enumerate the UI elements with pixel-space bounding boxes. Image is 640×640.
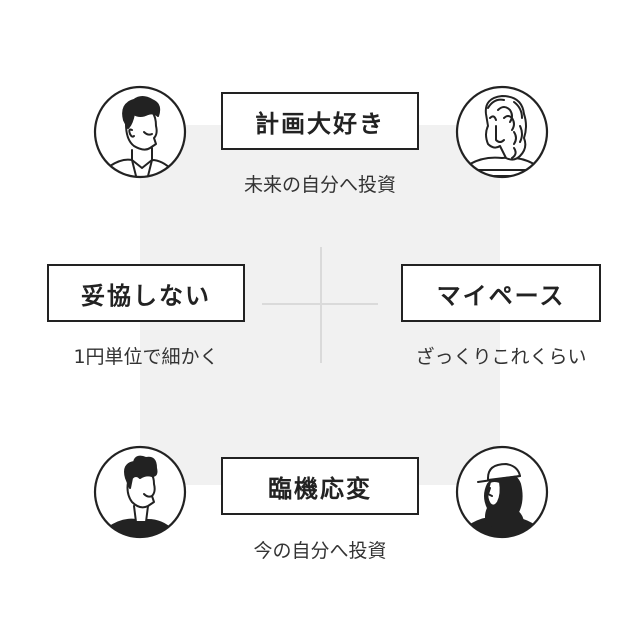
bottom-caption: 今の自分へ投資	[253, 540, 387, 562]
right-label-text: マイペース	[436, 281, 566, 310]
left-caption: 1円単位で細かく	[73, 346, 219, 368]
right-caption: ざっくりこれくらい	[415, 346, 587, 368]
man-short-hair-avatar-icon	[92, 84, 188, 180]
left-label-text: 妥協しない	[81, 281, 211, 310]
top-caption: 未来の自分へ投資	[243, 174, 396, 196]
left-label-box: 妥協しない	[47, 264, 245, 322]
woman-cap-avatar-icon	[454, 444, 550, 540]
vertical-axis-line	[320, 247, 322, 363]
top-label-box: 計画大好き	[221, 92, 419, 150]
bottom-label-box: 臨機応変	[221, 457, 419, 515]
bottom-label-text: 臨機応変	[268, 474, 372, 503]
woman-curly-hair-avatar-icon	[454, 84, 550, 180]
man-curly-hair-avatar-icon	[92, 444, 188, 540]
top-label-text: 計画大好き	[255, 109, 385, 138]
right-label-box: マイペース	[401, 264, 601, 322]
